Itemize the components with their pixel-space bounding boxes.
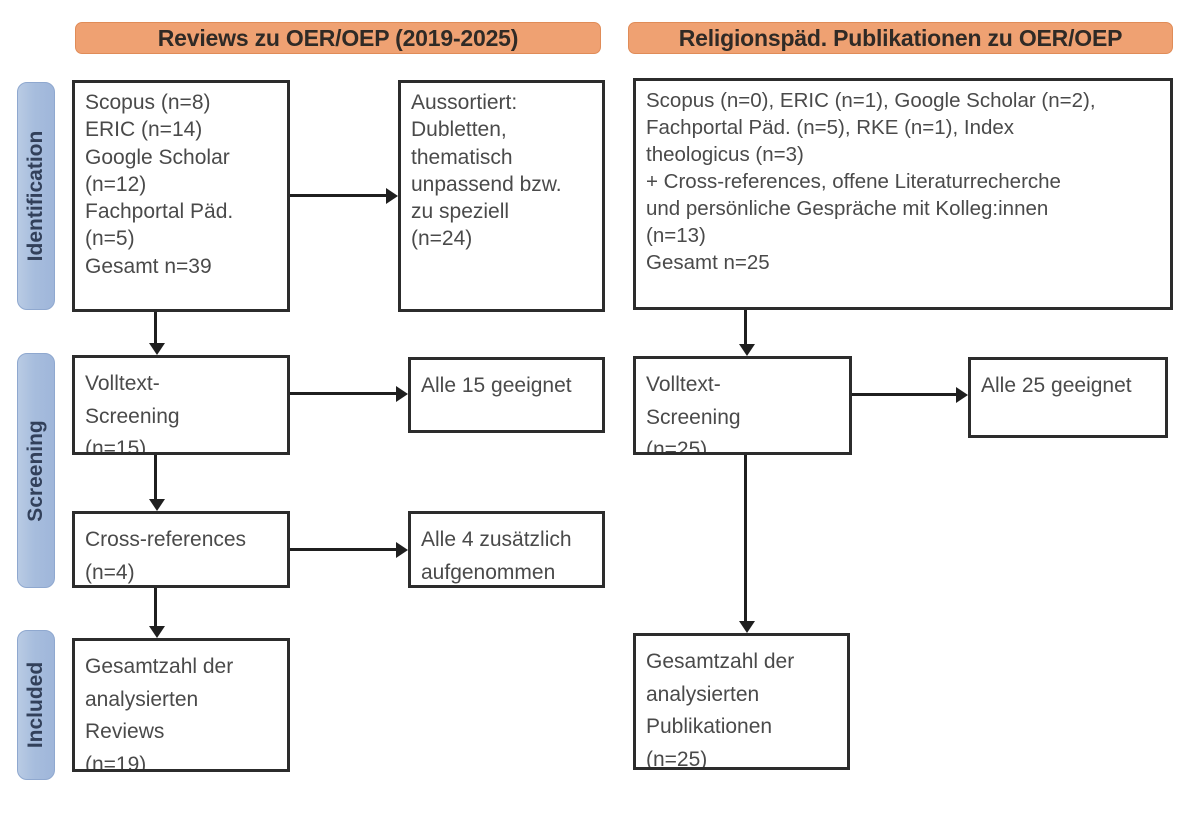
- stage-bar-identification: Identification: [17, 82, 55, 310]
- arrowhead-left-sources-to-fulltext: [149, 343, 165, 355]
- arrowhead-left-crossrefs-to-result: [396, 542, 408, 558]
- column-header-religionspaed: Religionspäd. Publikationen zu OER/OEP: [628, 22, 1173, 54]
- arrowhead-left-fulltext-to-crossrefs: [149, 499, 165, 511]
- arrowhead-right-sources-to-fulltext: [739, 344, 755, 356]
- arrowhead-left-crossrefs-to-included: [149, 626, 165, 638]
- connector-right-sources-to-fulltext: [744, 310, 747, 344]
- box-left-included: Gesamtzahl der analysierten Reviews (n=1…: [72, 638, 290, 772]
- stage-label-identification: Identification: [24, 130, 47, 262]
- stage-label-screening: Screening: [24, 419, 47, 522]
- box-left-excluded: Aussortiert: Dubletten, thematisch unpas…: [398, 80, 605, 312]
- box-right-included: Gesamtzahl der analysierten Publikatione…: [633, 633, 850, 770]
- stage-bar-included: Included: [17, 630, 55, 780]
- column-header-reviews: Reviews zu OER/OEP (2019-2025): [75, 22, 601, 54]
- box-left-crossrefs-result: Alle 4 zusätzlich aufgenommen: [408, 511, 605, 588]
- box-right-fulltext-result: Alle 25 geeignet: [968, 357, 1168, 438]
- arrowhead-left-fulltext-to-result: [396, 386, 408, 402]
- box-left-fulltext-result: Alle 15 geeignet: [408, 357, 605, 433]
- box-right-fulltext-screening: Volltext- Screening (n=25): [633, 356, 852, 455]
- arrowhead-left-sources-to-excluded: [386, 188, 398, 204]
- connector-left-crossrefs-to-result: [290, 548, 396, 551]
- connector-left-fulltext-to-result: [290, 392, 396, 395]
- connector-right-fulltext-to-result: [852, 393, 956, 396]
- box-left-sources: Scopus (n=8) ERIC (n=14) Google Scholar …: [72, 80, 290, 312]
- box-right-sources: Scopus (n=0), ERIC (n=1), Google Scholar…: [633, 78, 1173, 310]
- arrowhead-right-fulltext-to-included: [739, 621, 755, 633]
- stage-label-included: Included: [24, 661, 47, 749]
- connector-left-sources-to-fulltext: [154, 312, 157, 343]
- arrowhead-right-fulltext-to-result: [956, 387, 968, 403]
- connector-right-fulltext-to-included: [744, 455, 747, 621]
- box-left-fulltext-screening: Volltext- Screening (n=15): [72, 355, 290, 455]
- stage-bar-screening: Screening: [17, 353, 55, 588]
- connector-left-fulltext-to-crossrefs: [154, 455, 157, 499]
- box-left-crossrefs: Cross-references (n=4): [72, 511, 290, 588]
- connector-left-crossrefs-to-included: [154, 588, 157, 626]
- connector-left-sources-to-excluded: [290, 194, 386, 197]
